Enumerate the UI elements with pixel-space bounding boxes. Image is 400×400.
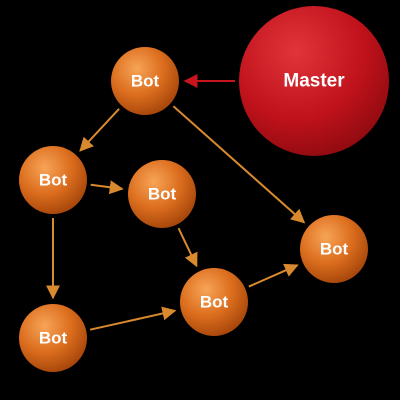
bot-label: Bot (148, 185, 177, 204)
edge-bot-2-to-bot-3 (90, 180, 124, 195)
bot-label: Bot (39, 329, 68, 348)
bot-circle (300, 215, 368, 283)
bot-circle (128, 160, 196, 228)
master-label: Master (283, 71, 345, 92)
bot-label: Bot (39, 171, 68, 190)
master-circle (239, 6, 389, 156)
bot-node-3: Bot (128, 160, 196, 228)
bot-node-4: Bot (19, 304, 87, 372)
bot-circle (180, 268, 248, 336)
bot-node-1: Bot (111, 47, 179, 115)
edge-bot-1-to-bot-2 (79, 108, 120, 152)
edges-layer (46, 74, 306, 331)
bot-circle (19, 146, 87, 214)
edge-bot-5-to-bot-6 (248, 263, 299, 288)
bot-circle (19, 304, 87, 372)
edge-bot-3-to-bot-5 (177, 227, 198, 268)
bot-circle (111, 47, 179, 115)
bot-node-6: Bot (300, 215, 368, 283)
bot-label: Bot (131, 72, 160, 91)
master-node: Master (239, 6, 389, 156)
edge-bot-4-to-bot-5 (89, 306, 177, 331)
bot-label: Bot (200, 293, 229, 312)
bot-node-2: Bot (19, 146, 87, 214)
bot-node-5: Bot (180, 268, 248, 336)
bot-label: Bot (320, 240, 349, 259)
edge-bot-1-to-bot-6 (172, 105, 306, 224)
